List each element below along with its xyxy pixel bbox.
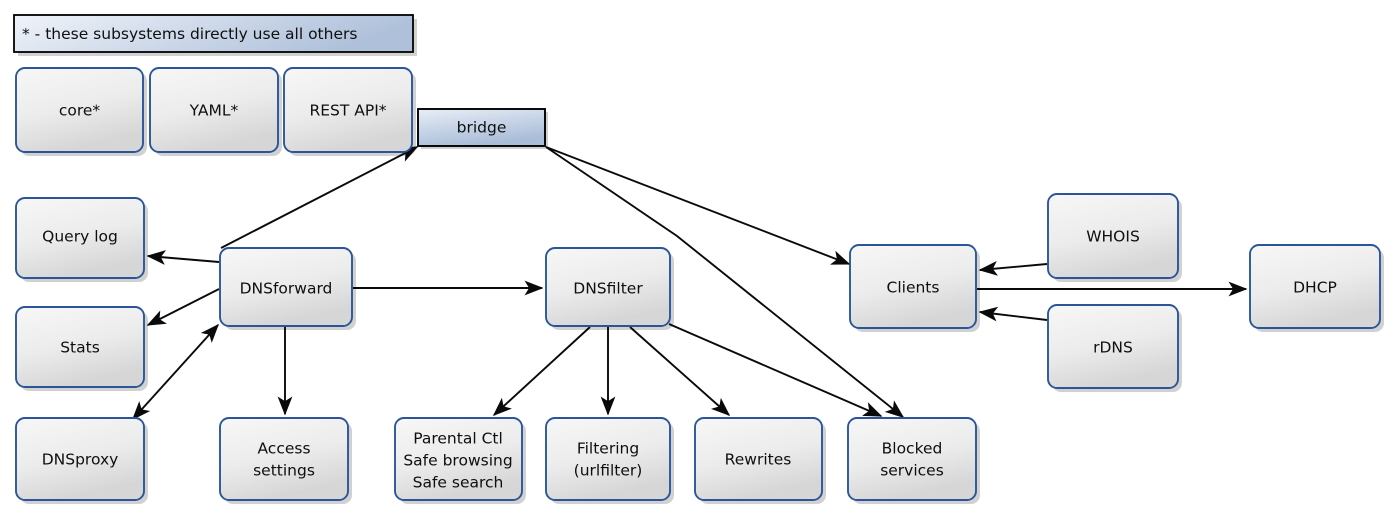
edge-bridge-clients: [545, 146, 851, 265]
node-yaml[interactable]: YAML*: [149, 67, 279, 153]
node-label-query-log: Query log: [42, 228, 118, 246]
node-core[interactable]: core*: [15, 67, 144, 153]
edge-bridge-blocked-services: [545, 146, 905, 418]
node-label-parental-line3: Safe search: [413, 474, 504, 492]
edge-dnsfilter-parental: [492, 326, 591, 417]
node-bridge[interactable]: bridge: [417, 108, 546, 147]
node-label-whois: WHOIS: [1086, 228, 1140, 246]
node-label-rest-api: REST API*: [309, 102, 386, 120]
edges-layer: [131, 146, 1248, 421]
node-clients[interactable]: Clients: [849, 244, 977, 329]
node-dnsfilter[interactable]: DNSfilter: [545, 247, 671, 327]
node-filtering[interactable]: Filtering (urlfilter): [545, 417, 671, 501]
node-dnsproxy[interactable]: DNSproxy: [15, 417, 145, 501]
edge-dnsforward-bridge: [220, 146, 419, 249]
edge-rdns-clients: [978, 306, 1048, 322]
node-parental-control[interactable]: Parental Ctl Safe browsing Safe search: [394, 417, 523, 501]
node-stats[interactable]: Stats: [15, 306, 145, 388]
node-label-yaml: YAML*: [189, 102, 239, 120]
node-label-access-settings-line2: settings: [253, 462, 315, 480]
edge-dnsforward-querylog: [146, 250, 220, 265]
edge-dnsforward-dnsproxy: [131, 323, 220, 421]
node-label-rewrites: Rewrites: [725, 451, 792, 469]
node-label-clients: Clients: [887, 279, 940, 297]
node-query-log[interactable]: Query log: [15, 197, 145, 279]
edge-dnsfilter-rewrites: [629, 326, 731, 417]
node-label-rdns: rDNS: [1093, 339, 1133, 357]
node-blocked-services[interactable]: Blocked services: [847, 417, 977, 501]
node-label-dnsfilter: DNSfilter: [573, 280, 643, 298]
node-label-stats: Stats: [60, 339, 100, 357]
node-whois[interactable]: WHOIS: [1047, 193, 1179, 279]
node-label-filtering-line2: (urlfilter): [574, 462, 643, 480]
node-label-core: core*: [59, 102, 101, 120]
node-label-dhcp: DHCP: [1293, 279, 1337, 297]
node-rewrites[interactable]: Rewrites: [694, 417, 823, 501]
edge-dnsfilter-blocked-services: [668, 323, 883, 417]
node-label-filtering-line1: Filtering: [577, 440, 639, 458]
node-label-parental-line2: Safe browsing: [403, 452, 512, 470]
node-label-blocked-line2: services: [880, 462, 944, 480]
node-label-access-settings-line1: Access: [257, 440, 310, 458]
node-access-settings[interactable]: Access settings: [219, 417, 349, 501]
node-dnsforward[interactable]: DNSforward: [219, 247, 353, 327]
legend-box: * - these subsystems directly use all ot…: [13, 14, 414, 53]
node-label-bridge: bridge: [457, 119, 507, 137]
node-label-dnsforward: DNSforward: [240, 280, 333, 298]
legend-text: * - these subsystems directly use all ot…: [22, 25, 357, 43]
node-rest-api[interactable]: REST API*: [283, 67, 413, 153]
node-dhcp[interactable]: DHCP: [1249, 244, 1381, 329]
node-label-blocked-line1: Blocked: [882, 440, 943, 458]
node-label-dnsproxy: DNSproxy: [42, 451, 119, 469]
edge-whois-clients: [978, 261, 1048, 276]
node-label-parental-line1: Parental Ctl: [413, 430, 503, 448]
nodes-layer: core* YAML* REST API* bridge Query log S: [15, 67, 1381, 501]
node-rdns[interactable]: rDNS: [1047, 304, 1179, 389]
edge-dnsforward-stats: [146, 288, 220, 326]
